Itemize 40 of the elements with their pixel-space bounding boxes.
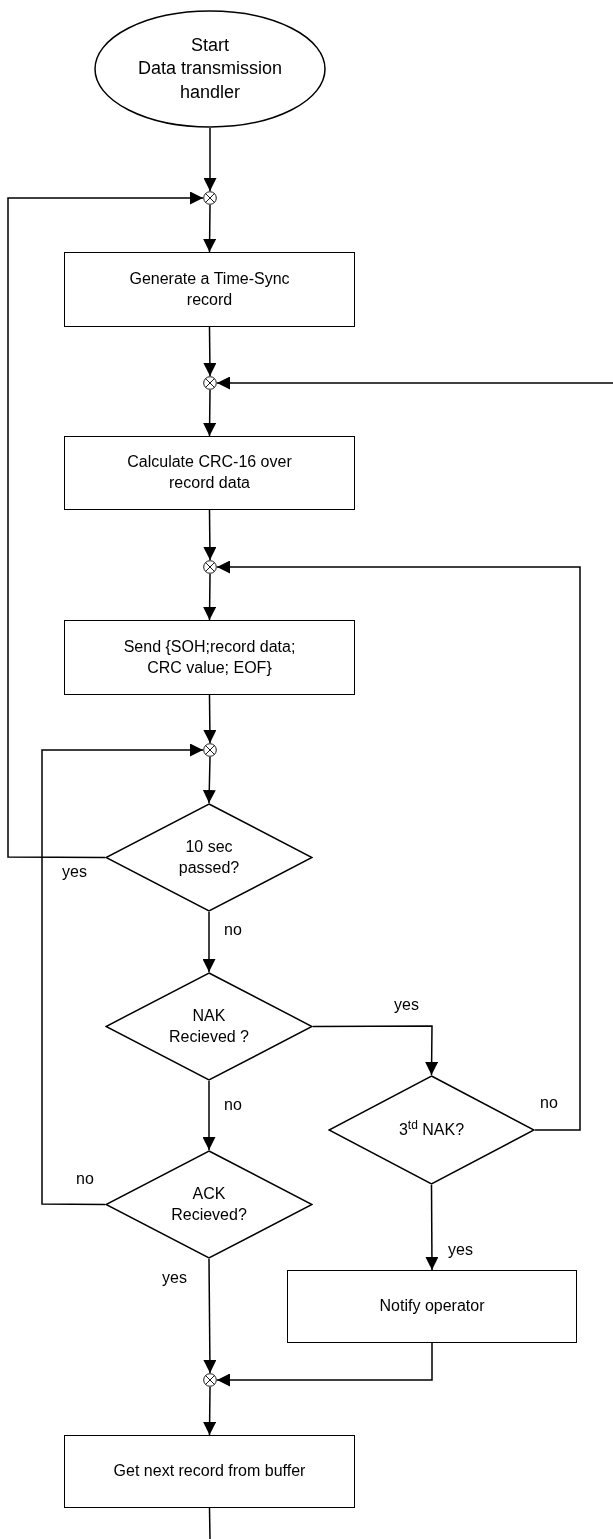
process-box xyxy=(287,1270,577,1343)
arrow xyxy=(203,389,217,437)
step-label: Send {SOH;record data; CRC value; EOF} xyxy=(122,636,297,678)
arrow xyxy=(202,911,216,973)
arrow xyxy=(203,509,217,561)
arrow xyxy=(202,1080,216,1151)
arrow xyxy=(203,694,217,744)
decision-label: ACK Recieved? xyxy=(170,1183,248,1225)
junction-circle xyxy=(203,376,217,390)
arrow xyxy=(203,1258,217,1374)
arrow xyxy=(203,573,217,621)
arrow xyxy=(202,756,216,804)
arrow xyxy=(425,1184,439,1271)
arrow xyxy=(203,326,217,377)
arrow xyxy=(216,376,613,390)
arrow xyxy=(312,1025,439,1076)
arrow xyxy=(216,560,581,1131)
step-label: Calculate CRC-16 over record data xyxy=(126,452,293,493)
decision-label: 10 sec passed? xyxy=(177,836,241,878)
decision-label: NAK Recieved ? xyxy=(167,1005,250,1047)
junction-circle xyxy=(203,191,217,205)
process-box xyxy=(64,620,355,695)
arrow xyxy=(7,191,204,859)
arrow xyxy=(203,1386,217,1436)
step-label: Notify operator xyxy=(378,1296,486,1317)
step-label: Generate a Time-Sync record xyxy=(128,268,291,310)
arrow xyxy=(203,127,217,192)
step-label: Get next record from buffer xyxy=(112,1461,307,1482)
arrow xyxy=(216,1342,433,1387)
arrow xyxy=(41,743,204,1206)
arrow xyxy=(203,204,217,253)
junction-circle xyxy=(203,1373,217,1387)
start-label: Data transmission handler xyxy=(136,57,284,104)
start-label: Start xyxy=(190,33,230,57)
junction-circle xyxy=(203,560,217,574)
decision-label: 3$^{td}$ NAK? xyxy=(397,1119,466,1140)
process-box xyxy=(64,436,355,510)
process-box xyxy=(64,252,355,327)
process-box xyxy=(64,1435,355,1508)
junction-circle xyxy=(203,743,217,757)
